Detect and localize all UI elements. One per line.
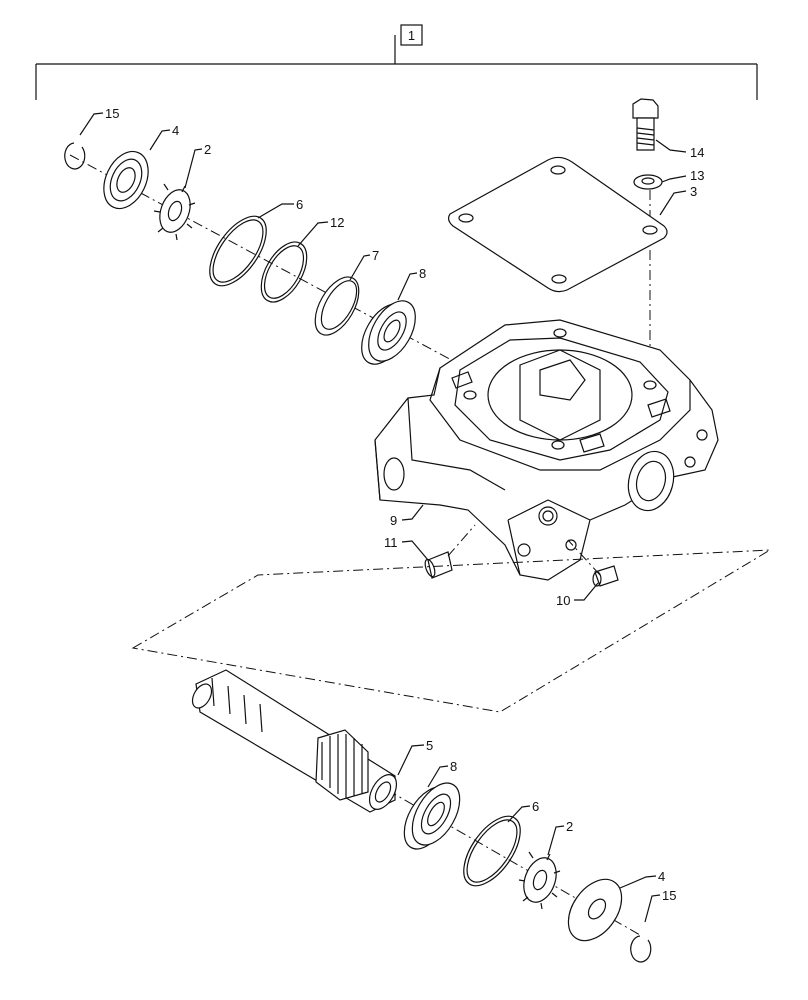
bearing-part-8-upper	[361, 300, 416, 365]
callout-9: 9	[390, 513, 397, 528]
callout-7: 7	[372, 248, 379, 263]
callout-2-lower: 2	[566, 819, 573, 834]
callout-10: 10	[556, 593, 570, 608]
gasket-part-3	[447, 156, 668, 293]
bearing-part-8-lower	[403, 782, 461, 850]
lock-washer-part-2	[153, 183, 196, 241]
retaining-ring-part-6	[209, 215, 267, 287]
plug-part-10	[567, 539, 619, 587]
callout-15-upper: 15	[105, 106, 119, 121]
ring-part-7	[314, 276, 360, 336]
callout-13: 13	[690, 168, 704, 183]
callout-3: 3	[690, 184, 697, 199]
washer-part-13	[633, 174, 663, 190]
callout-6-lower: 6	[532, 799, 539, 814]
callout-labels: 15 4 2 6 12 7 8 14 13 3 9 11 10 5 8 6 2 …	[105, 106, 704, 903]
callout-5: 5	[426, 738, 433, 753]
snap-ring-part-15	[64, 142, 86, 170]
pinion-shaft-part	[191, 669, 398, 813]
callout-4-lower: 4	[658, 869, 665, 884]
shim-part-12	[260, 241, 308, 303]
snap-ring-part-15-lower	[630, 935, 652, 963]
assembly-bracket: 1	[35, 24, 758, 100]
callout-8-upper: 8	[419, 266, 426, 281]
seal-part-4	[103, 150, 149, 210]
callout-8-lower: 8	[450, 759, 457, 774]
callout-2-upper: 2	[204, 142, 211, 157]
retaining-ring-part-6-lower	[463, 815, 521, 887]
callout-14: 14	[690, 145, 704, 160]
callout-11: 11	[384, 535, 398, 550]
callout-4-upper: 4	[172, 123, 179, 138]
callout-6-upper: 6	[296, 197, 303, 212]
assembly-number: 1	[408, 28, 415, 43]
lock-washer-part-2-lower	[518, 851, 561, 910]
bolt-part-14	[632, 98, 659, 151]
leader-lines	[79, 112, 687, 923]
lower-axis-line	[369, 779, 641, 936]
callout-12: 12	[330, 215, 344, 230]
plug-part-11	[424, 524, 476, 579]
seal-part-4-lower	[567, 878, 623, 942]
callout-15-lower: 15	[662, 888, 676, 903]
gearbox-housing-part-9	[374, 319, 719, 581]
